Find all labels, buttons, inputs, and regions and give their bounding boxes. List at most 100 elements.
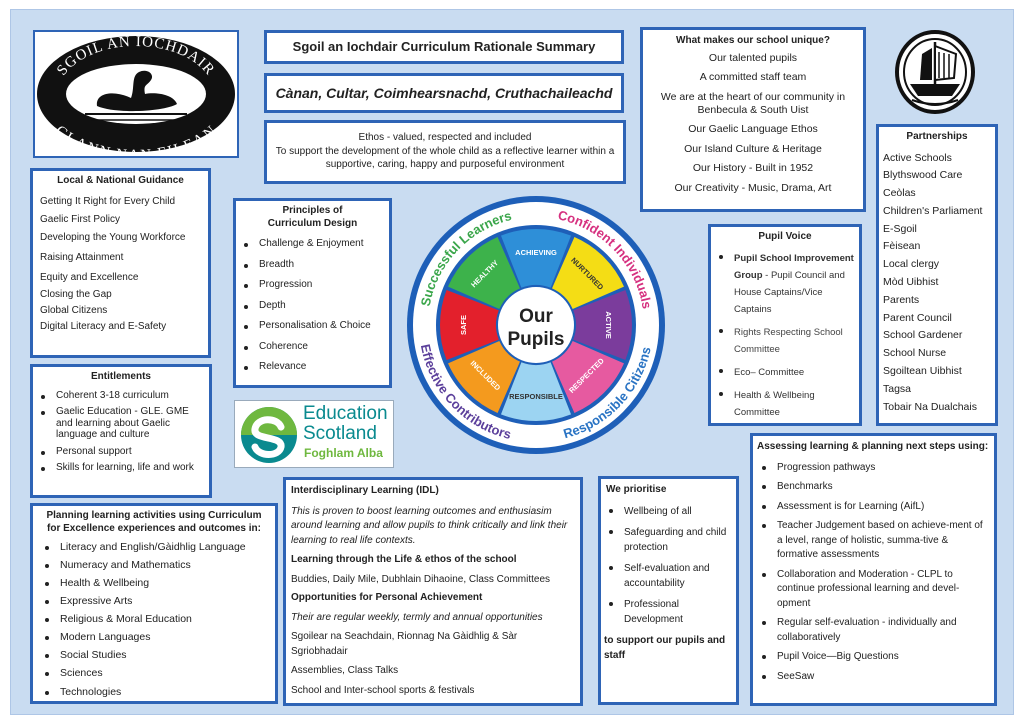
list-item: Tagsa bbox=[883, 382, 912, 395]
wheel-segment-responsible bbox=[500, 362, 572, 421]
local-list: Getting It Right for Every Child Gaelic … bbox=[37, 196, 204, 332]
wheel-segment-label: SAFE bbox=[459, 315, 468, 335]
planning-heading: Planning learning activities using Curri… bbox=[46, 510, 262, 534]
assessing-heading: Assessing learning & planning next steps… bbox=[757, 441, 989, 452]
edscot-line-1: Education bbox=[303, 403, 388, 424]
list-item: Personal support bbox=[36, 446, 206, 458]
title-box: Sgoil an Iochdair Curriculum Rationale S… bbox=[264, 30, 624, 64]
list-item: Our History - Built in 1952 bbox=[692, 162, 814, 175]
planning-list: Literacy and English/Gàidhlig Language N… bbox=[36, 541, 272, 698]
list-item: Sciences bbox=[40, 667, 272, 679]
partnerships-list: Active Schools Blythswood Care Ceòlas Ch… bbox=[883, 150, 991, 417]
list-item: Our Island Culture & Heritage bbox=[684, 142, 822, 155]
list-item: Numeracy and Mathematics bbox=[40, 559, 272, 571]
list-item: Progression bbox=[239, 279, 386, 291]
list-item: Regular self-evaluation - individually a… bbox=[757, 616, 990, 645]
list-item: Gaelic Education - GLE. GME and learning… bbox=[36, 406, 206, 441]
list-item: Mòd Uibhist bbox=[883, 276, 939, 289]
list-item: SeeSaw bbox=[757, 670, 990, 685]
subtitle-box: Cànan, Cultar, Coimhearsnachd, Cruthacha… bbox=[264, 73, 624, 113]
list-item: Benchmarks bbox=[757, 480, 990, 495]
list-item: Personalisation & Choice bbox=[239, 320, 386, 332]
list-item: Wellbeing of all bbox=[604, 504, 733, 519]
idl-item: Sgoilear na Seachdain, Rionnag Na Gàidhl… bbox=[291, 631, 518, 657]
voice-heading: Pupil Voice bbox=[758, 231, 812, 242]
assessing-box: Assessing learning & planning next steps… bbox=[750, 433, 997, 706]
partnerships-box: Partnerships Active Schools Blythswood C… bbox=[876, 124, 998, 426]
wheel-segment-safe bbox=[440, 289, 499, 361]
principles-box: Principles of Curriculum Design Challeng… bbox=[233, 198, 392, 388]
list-item: Children's Parliament bbox=[883, 204, 983, 217]
list-item: Professional Development bbox=[604, 597, 733, 627]
list-item: Our Creativity - Music, Drama, Art bbox=[674, 181, 832, 194]
list-item: Blythswood Care bbox=[883, 169, 963, 182]
education-scotland-logo: Education Scotland Foghlam Alba bbox=[234, 400, 394, 468]
wheel-center bbox=[498, 287, 574, 363]
list-item: Ceòlas bbox=[883, 187, 916, 200]
wheel-segment-label: RESPONSIBLE bbox=[509, 392, 563, 401]
list-item: Challenge & Enjoyment bbox=[239, 238, 386, 250]
list-item: We are at the heart of our community in … bbox=[660, 90, 846, 117]
idl-box: Interdisciplinary Learning (IDL) This is… bbox=[283, 477, 583, 706]
idl-life-heading: Learning through the Life & ethos of the… bbox=[291, 554, 517, 565]
list-item: Developing the Young Workforce bbox=[40, 231, 186, 243]
list-item: School Gardener bbox=[883, 329, 963, 342]
wheel-segment-active bbox=[573, 289, 632, 361]
ethos-box: Ethos - valued, respected and included T… bbox=[264, 120, 626, 184]
list-item: Breadth bbox=[239, 259, 386, 271]
local-guidance-box: Local & National Guidance Getting It Rig… bbox=[30, 168, 211, 358]
list-item: Collaboration and Moderation - CLPL to c… bbox=[757, 568, 990, 612]
education-scotland-icon bbox=[241, 407, 297, 463]
unique-box: What makes our school unique? Our talent… bbox=[640, 27, 866, 212]
prioritise-heading: We prioritise bbox=[606, 484, 667, 495]
list-item: Coherent 3-18 curriculum bbox=[36, 390, 206, 402]
page-title: Sgoil an Iochdair Curriculum Rationale S… bbox=[292, 39, 596, 54]
list-item: Pupil Voice—Big Questions bbox=[757, 650, 990, 665]
list-item: Active Schools bbox=[883, 151, 952, 164]
list-item: Gaelic First Policy bbox=[40, 213, 121, 225]
idl-opportunities-text: Their are regular weekly, termly and ann… bbox=[291, 611, 543, 623]
pupil-voice-box: Pupil Voice Pupil School Improvement Gro… bbox=[708, 224, 862, 426]
school-logo-icon: SGOIL AN IOCHDAIR CLANN NAN EILEAN bbox=[37, 34, 235, 156]
list-item: Our talented pupils bbox=[708, 51, 798, 64]
partnerships-heading: Partnerships bbox=[906, 131, 968, 142]
list-item: School Nurse bbox=[883, 347, 947, 360]
list-item: Our Gaelic Language Ethos bbox=[688, 123, 818, 136]
idl-intro: This is proven to boost learning outcome… bbox=[291, 505, 568, 546]
list-item: Rights Respecting School Committee bbox=[714, 324, 856, 358]
voice-item-text: Rights Respecting School Committee bbox=[734, 326, 843, 355]
idl-life-text: Buddies, Daily Mile, Dubhlain Dihaoine, … bbox=[291, 573, 550, 585]
list-item: Coherence bbox=[239, 341, 386, 353]
list-item: Digital Literacy and E-Safety bbox=[40, 320, 167, 332]
wheel-segment-respected bbox=[552, 341, 624, 413]
list-item: Sgoiltean Uibhist bbox=[883, 365, 962, 378]
wheel-segment-nurtured bbox=[552, 237, 624, 309]
list-item: Parents bbox=[883, 293, 920, 306]
wheel-segment-achieving bbox=[500, 229, 572, 288]
assessing-list: Progression pathways Benchmarks Assessme… bbox=[757, 461, 990, 685]
list-item: Raising Attainment bbox=[40, 251, 124, 263]
list-item: Health & Wellbeing Committee bbox=[714, 387, 856, 421]
wheel-segment-healthy bbox=[448, 237, 520, 309]
list-item: Fèisean bbox=[883, 240, 921, 253]
list-item: Expressive Arts bbox=[40, 595, 272, 607]
list-item: Modern Languages bbox=[40, 631, 272, 643]
local-heading: Local & National Guidance bbox=[57, 175, 184, 186]
list-item: Tobair Na Dualchais bbox=[883, 400, 977, 413]
entitlements-heading: Entitlements bbox=[90, 371, 151, 382]
voice-item-text: Health & Wellbeing Committee bbox=[734, 390, 815, 419]
list-item: Eco– Committee bbox=[714, 364, 856, 381]
list-item: E-Sgoil bbox=[883, 222, 917, 235]
entitlements-list: Coherent 3-18 curriculum Gaelic Educatio… bbox=[36, 390, 206, 474]
list-item: Closing the Gap bbox=[40, 288, 112, 300]
planning-box: Planning learning activities using Curri… bbox=[30, 503, 278, 704]
wheel-center-line-2: Pupils bbox=[507, 329, 564, 350]
unique-list: Our talented pupils A committed staff te… bbox=[647, 52, 859, 196]
list-item: Health & Wellbeing bbox=[40, 577, 272, 589]
voice-item-text: - Pupil Council and House Captains/Vice … bbox=[734, 269, 845, 315]
principles-heading: Principles of Curriculum Design bbox=[267, 205, 358, 229]
voice-item-bold: Pupil School Improvement Group bbox=[734, 252, 854, 281]
ethos-line-2: To support the development of the whole … bbox=[275, 146, 615, 170]
